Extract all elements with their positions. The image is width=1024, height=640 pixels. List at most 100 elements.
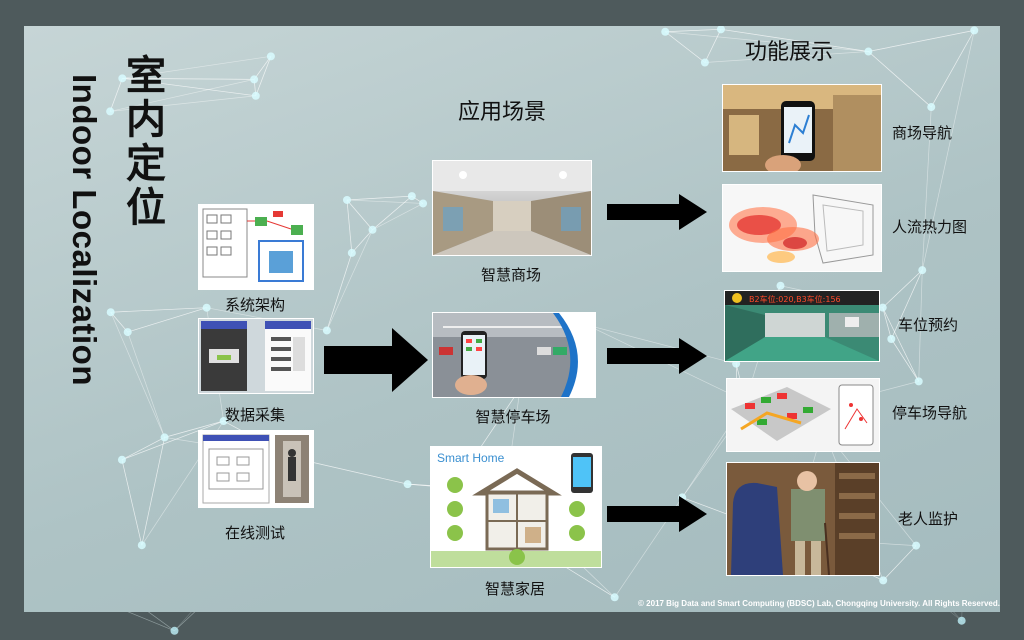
caption-smart-mall: 智慧商场 — [480, 266, 541, 284]
network-link — [882, 545, 917, 581]
slide-panel: 室内定位 Indoor Localization 应用场景 功能展示 系统架构 — [24, 26, 1000, 612]
crowd-heatmap-image — [722, 184, 882, 272]
network-link — [253, 56, 272, 80]
network-link — [704, 29, 722, 63]
smart-parking-image — [432, 312, 596, 398]
network-link — [121, 459, 143, 546]
network-link — [704, 29, 722, 63]
caption-elderly-monitoring: 老人监护 — [898, 510, 959, 528]
network-link — [704, 51, 869, 63]
network-link — [346, 199, 353, 253]
network-link — [665, 31, 869, 52]
network-link — [882, 307, 892, 340]
network-link — [891, 270, 923, 340]
network-link — [930, 30, 975, 108]
network-node — [970, 26, 979, 35]
network-node — [918, 266, 927, 275]
arrow-mall-icon — [607, 194, 707, 230]
network-link — [921, 107, 932, 271]
smart-mall-image — [432, 160, 592, 256]
network-link — [891, 338, 920, 382]
network-link — [121, 437, 165, 461]
caption-online-testing: 在线测试 — [224, 524, 285, 542]
system-architecture-image — [198, 204, 314, 290]
network-link — [122, 55, 271, 79]
network-node — [170, 626, 179, 635]
big-arrow-icon — [324, 328, 428, 392]
network-node — [251, 91, 260, 100]
network-link — [141, 437, 165, 546]
network-link — [122, 77, 256, 97]
network-link — [665, 28, 721, 33]
network-node — [347, 248, 356, 257]
network-node — [716, 26, 725, 34]
network-link — [326, 229, 373, 331]
network-node — [927, 103, 936, 112]
network-node — [266, 52, 275, 61]
network-node — [123, 328, 132, 337]
network-node — [419, 199, 428, 208]
network-link — [121, 420, 224, 461]
network-link — [918, 270, 923, 382]
network-link — [122, 77, 255, 80]
network-link — [164, 420, 224, 438]
network-link — [109, 78, 123, 112]
network-link — [346, 199, 373, 230]
caption-parking-reservation: 车位预约 — [898, 316, 959, 334]
caption-parking-navigation: 停车场导航 — [892, 404, 968, 422]
network-link — [122, 77, 256, 97]
network-link — [346, 195, 412, 201]
network-node — [368, 225, 377, 234]
network-link — [665, 28, 721, 33]
network-node — [160, 433, 169, 442]
network-link — [868, 30, 975, 52]
network-node — [661, 27, 670, 36]
network-node — [322, 326, 331, 335]
caption-mall-navigation: 商场导航 — [892, 124, 953, 142]
network-link — [121, 459, 143, 546]
network-link — [110, 307, 207, 313]
network-node — [912, 541, 921, 550]
network-link — [110, 95, 256, 112]
network-node — [610, 593, 619, 602]
network-node — [887, 334, 896, 343]
network-node — [776, 281, 785, 290]
caption-smart-home: 智慧家居 — [484, 580, 545, 598]
arrow-parking-icon — [607, 338, 707, 374]
network-link — [346, 199, 373, 230]
network-link — [720, 28, 869, 52]
network-node — [219, 417, 228, 426]
network-link — [372, 195, 413, 231]
network-link — [868, 51, 932, 108]
network-link — [720, 28, 869, 52]
network-link — [326, 252, 353, 331]
network-node — [106, 308, 115, 317]
network-node — [137, 541, 146, 550]
network-node — [202, 303, 211, 312]
network-link — [868, 30, 975, 52]
network-link — [921, 30, 975, 271]
network-node — [864, 47, 873, 56]
network-link — [164, 420, 224, 438]
network-link — [882, 307, 920, 382]
network-node — [250, 75, 259, 84]
data-collection-image — [198, 318, 314, 394]
smart-home-image: Smart Home — [430, 446, 602, 568]
network-link — [110, 311, 128, 333]
network-link — [372, 203, 424, 231]
network-node — [700, 58, 709, 67]
caption-system-architecture: 系统架构 — [224, 296, 285, 314]
heading-features: 功能展示 — [745, 40, 834, 65]
network-node — [407, 192, 416, 201]
network-link — [351, 229, 373, 254]
arrow-home-icon — [607, 496, 707, 532]
copyright-text: © 2017 Big Data and Smart Computing (BDS… — [638, 599, 1000, 608]
parking-sign-text: B2车位:020,B3车位:156 — [749, 294, 841, 304]
elderly-monitoring-image — [726, 462, 880, 576]
network-node — [957, 616, 966, 625]
title-english: Indoor Localization — [66, 74, 103, 386]
caption-smart-parking: 智慧停车场 — [475, 408, 551, 426]
network-link — [127, 307, 207, 333]
network-node — [914, 377, 923, 386]
network-link — [346, 199, 353, 253]
